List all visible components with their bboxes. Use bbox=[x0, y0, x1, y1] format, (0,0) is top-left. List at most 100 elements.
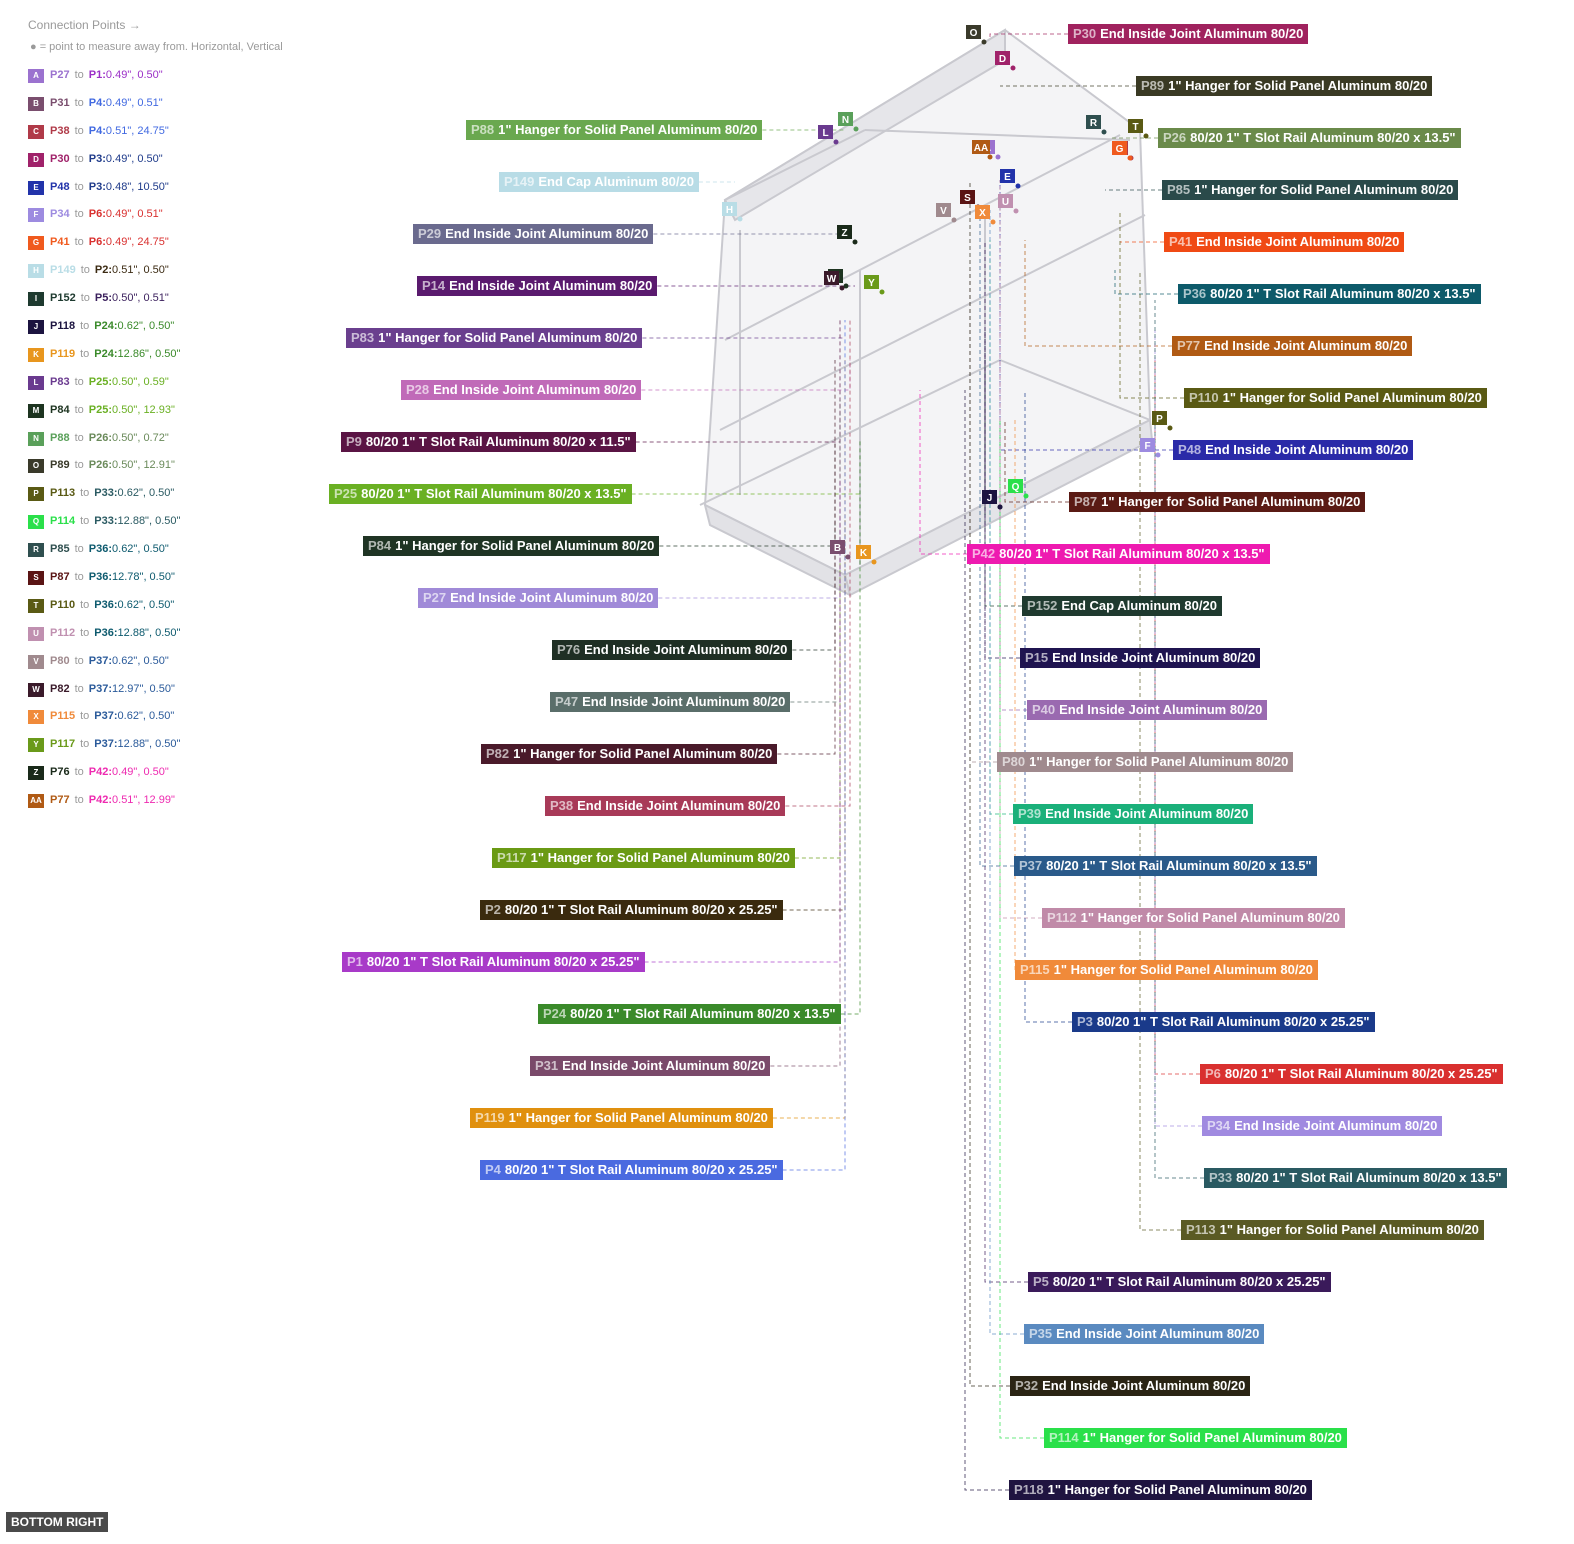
connection-key: AA bbox=[28, 794, 44, 809]
connection-marker: K bbox=[856, 545, 877, 565]
connection-from: P152 bbox=[50, 292, 76, 305]
connection-colon: : bbox=[108, 403, 113, 416]
part-id: P77 bbox=[1177, 338, 1201, 353]
part-id: P36 bbox=[1183, 286, 1207, 301]
connection-marker-key: AA bbox=[974, 143, 988, 154]
connection-key: O bbox=[28, 459, 44, 474]
view-tag[interactable]: BOTTOM RIGHT bbox=[6, 1512, 109, 1532]
connection-key: I bbox=[28, 292, 44, 307]
connection-to-word: to bbox=[74, 459, 84, 472]
connection-to-word: to bbox=[74, 375, 84, 388]
connection-dims: 0.49", 0.51" bbox=[105, 208, 163, 221]
part-id: P110 bbox=[1189, 390, 1219, 405]
connection-key: F bbox=[28, 208, 44, 223]
connection-to-word: to bbox=[80, 626, 90, 639]
connection-marker: B bbox=[830, 540, 851, 560]
connection-to: P1 bbox=[88, 69, 103, 81]
part-name: 80/20 1" T Slot Rail Aluminum 80/20 x 13… bbox=[361, 486, 627, 501]
connection-marker-key: Y bbox=[868, 278, 875, 289]
connection-marker: J bbox=[982, 490, 1003, 510]
connection-colon: : bbox=[113, 487, 118, 500]
connection-to-word: to bbox=[74, 571, 84, 584]
